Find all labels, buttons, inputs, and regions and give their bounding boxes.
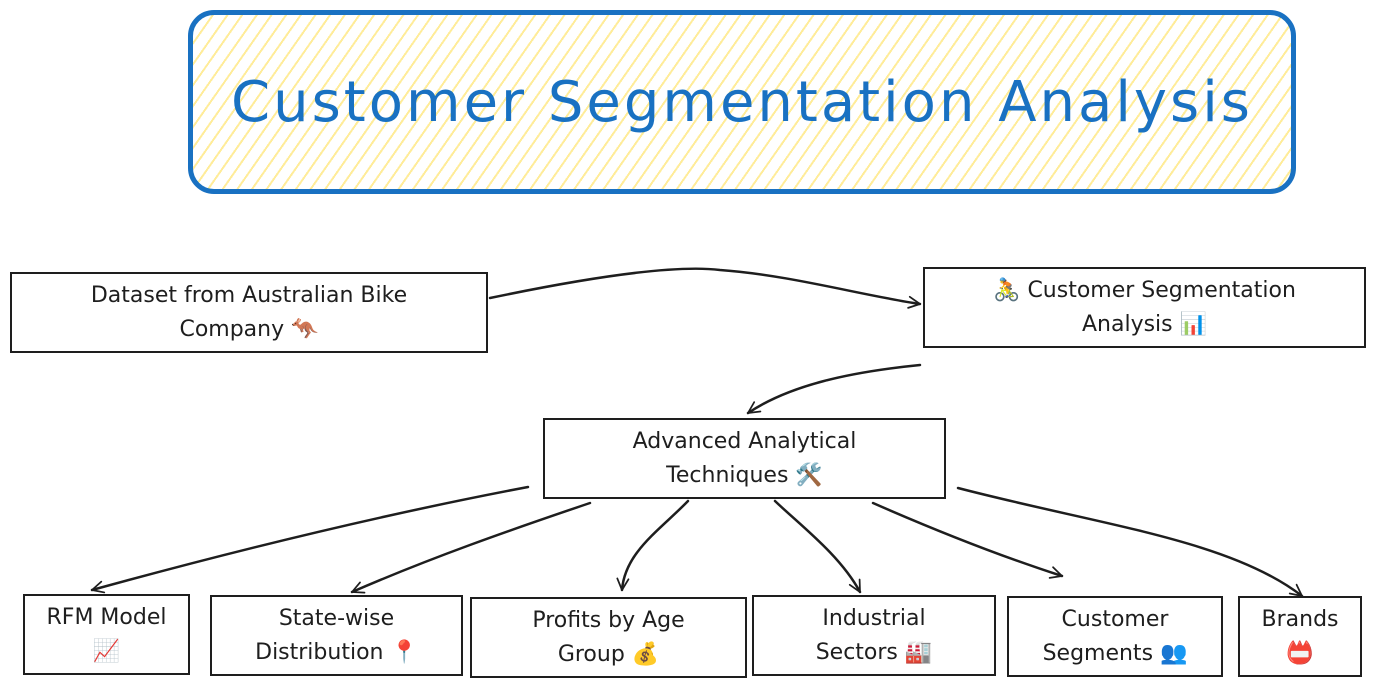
node-state-wise-distribution[interactable]: State-wise Distribution 📍: [210, 595, 463, 676]
node-industrial-sectors[interactable]: Industrial Sectors 🏭: [752, 595, 996, 676]
node-dataset[interactable]: Dataset from Australian Bike Company 🦘: [10, 272, 488, 353]
node-profits-by-age-group[interactable]: Profits by Age Group 💰: [470, 597, 747, 678]
node-customer-segments[interactable]: Customer Segments 👥: [1007, 596, 1223, 677]
edge-techniques-to-brands: [956, 486, 1304, 598]
node-rfm-model[interactable]: RFM Model 📈: [23, 594, 190, 675]
node-brands-label: Brands 📛: [1261, 606, 1339, 666]
node-brands[interactable]: Brands 📛: [1238, 596, 1362, 677]
node-customer-segmentation-analysis[interactable]: 🚴 Customer Segmentation Analysis 📊: [923, 267, 1366, 348]
node-industrial-label: Industrial Sectors 🏭: [815, 605, 933, 665]
node-advanced-analytical-techniques[interactable]: Advanced Analytical Techniques 🛠️: [543, 418, 946, 499]
edge-analysis-to-techniques: [746, 363, 922, 415]
edge-techniques-to-segments: [871, 501, 1064, 579]
edge-techniques-to-industrial: [773, 499, 862, 594]
edge-techniques-to-rfm: [90, 485, 530, 594]
node-dataset-label: Dataset from Australian Bike Company 🦘: [90, 282, 408, 342]
node-techniques-label: Advanced Analytical Techniques 🛠️: [632, 428, 857, 488]
edge-techniques-to-state: [350, 501, 592, 594]
node-analysis-label: 🚴 Customer Segmentation Analysis 📊: [993, 277, 1296, 337]
node-profits-label: Profits by Age Group 💰: [532, 607, 685, 667]
node-rfm-label: RFM Model 📈: [46, 604, 167, 664]
node-state-label: State-wise Distribution 📍: [255, 605, 418, 665]
diagram-title: Customer Segmentation Analysis: [231, 69, 1253, 135]
title-banner: Customer Segmentation Analysis: [188, 10, 1296, 194]
edge-techniques-to-profits: [616, 499, 690, 592]
node-segments-label: Customer Segments 👥: [1042, 606, 1188, 666]
edge-dataset-to-analysis: [488, 267, 922, 309]
